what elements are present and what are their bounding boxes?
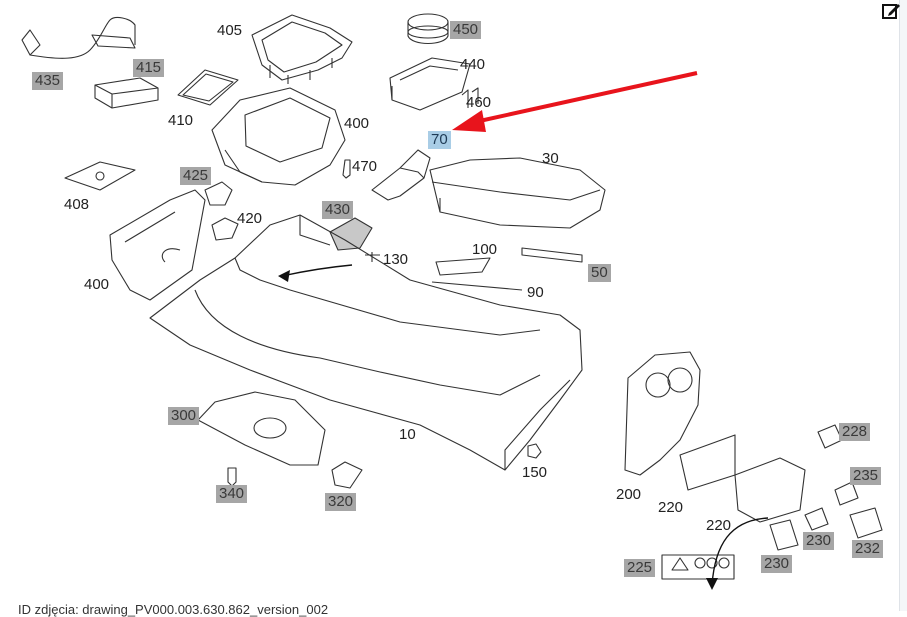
callout-340: 340 [216,485,248,503]
part-switch-232 [849,507,883,539]
part-frame-405 [251,14,353,84]
part-nut-150 [527,443,542,459]
callout-400-upper: 400 [344,115,370,132]
callout-230b: 230 [761,555,793,573]
part-switch-420 [211,217,239,241]
part-trim-70 [371,149,431,201]
part-insert-220a [679,434,736,491]
part-console-10 [149,214,583,471]
red-highlight-arrow [452,71,698,132]
callout-408: 408 [64,196,90,213]
part-holder-300 [197,391,326,466]
part-knob-450 [407,13,449,45]
part-switch-230a [804,507,829,531]
part-panel-400-lower [109,189,206,301]
callout-70-selected: 70 [428,131,451,149]
callout-225: 225 [624,559,656,577]
callout-232: 232 [852,540,884,558]
part-clip-425 [204,181,233,206]
part-strip-50 [521,247,583,263]
callout-228: 228 [839,423,871,441]
arrow-430-to-console [281,264,353,277]
callout-435: 435 [32,72,64,90]
part-clip-320 [331,461,363,489]
callout-450: 450 [450,21,482,39]
part-sticker-225 [661,554,735,580]
image-id-caption: ID zdjęcia: drawing_PV000.003.630.862_ve… [18,602,329,617]
part-block-430 [329,217,373,251]
callout-400-lower: 400 [84,276,110,293]
callout-100: 100 [472,241,498,258]
callout-50: 50 [588,264,611,282]
callout-130: 130 [383,251,409,268]
callout-460: 460 [466,94,492,111]
part-bezel-200 [624,351,701,476]
part-switch-235 [834,481,859,506]
part-switch-230b [769,519,799,551]
part-box-400-upper [211,87,346,186]
callout-10: 10 [399,426,416,443]
callout-30: 30 [542,150,559,167]
callout-150: 150 [522,464,548,481]
callout-220a: 220 [658,499,684,516]
callout-425: 425 [180,167,212,185]
callout-440: 440 [460,56,486,73]
part-frame-410 [177,69,239,106]
arrow-220-to-switch [711,517,769,586]
callout-235: 235 [850,467,882,485]
part-insert-220b [734,457,806,523]
callout-410: 410 [168,112,194,129]
callout-470: 470 [352,158,378,175]
callout-420: 420 [237,210,263,227]
part-cable-435 [21,16,136,59]
part-rod-90 [431,281,523,291]
callout-320: 320 [325,493,357,511]
callout-300: 300 [168,407,200,425]
part-pad-100 [435,257,491,276]
part-module-415 [94,77,159,109]
callout-200: 200 [616,486,642,503]
callout-430: 430 [322,201,354,219]
right-edge-strip [899,0,907,611]
callout-415: 415 [133,59,165,77]
edit-icon[interactable] [880,0,902,22]
pointer-arrows [281,264,769,586]
part-screw-340 [227,467,237,487]
callout-90: 90 [527,284,544,301]
part-screw-470 [342,159,351,179]
part-armrest-30 [429,157,606,229]
callout-220b: 220 [706,517,732,534]
callout-230a: 230 [803,532,835,550]
callout-405: 405 [217,22,243,39]
part-insert-440 [389,57,479,111]
part-mat-408 [64,161,136,191]
